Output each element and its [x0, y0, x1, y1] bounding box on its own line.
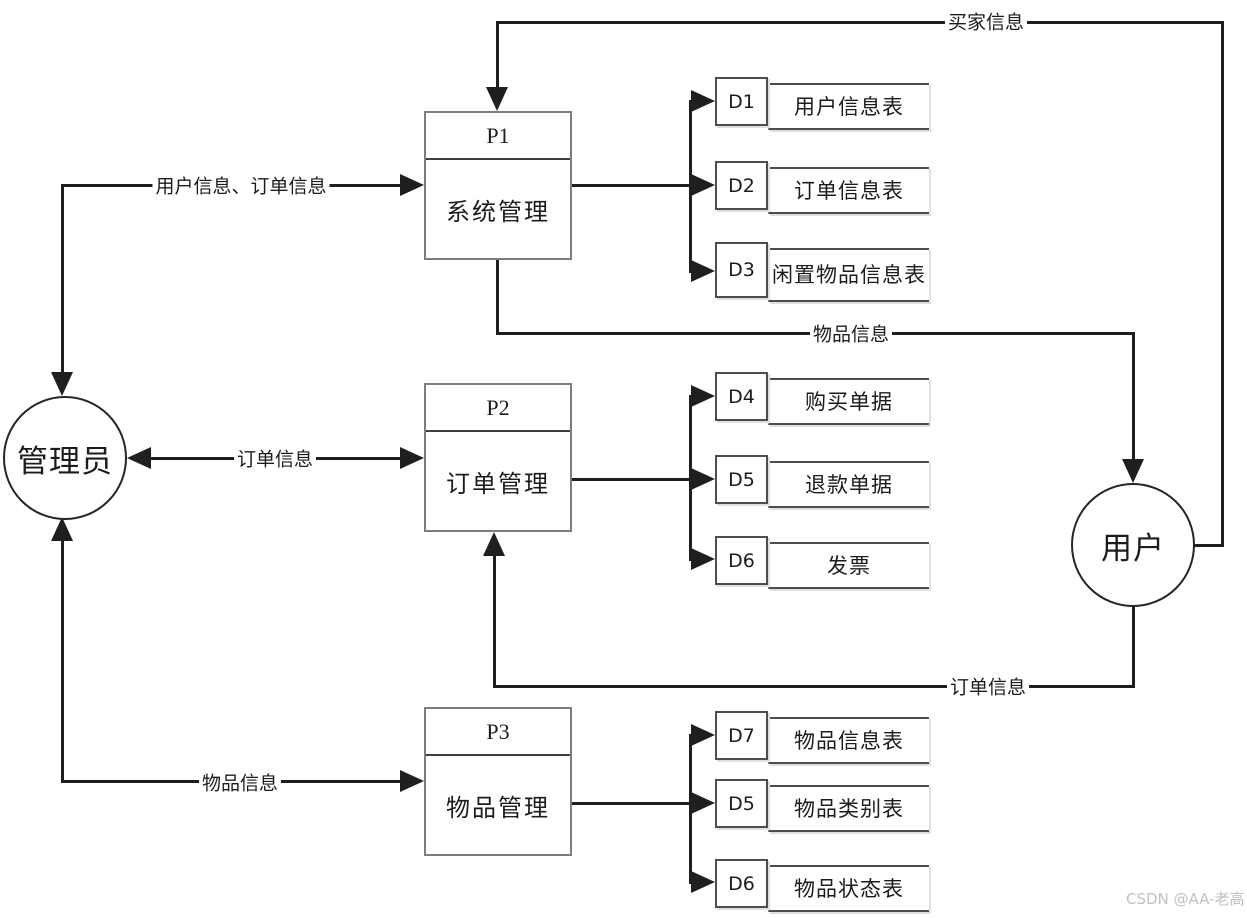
- entity-user-label: 用户: [1101, 530, 1165, 566]
- arrowhead-into-p2-left-icon: [400, 447, 424, 469]
- store-d4: 购买单据 D4: [715, 372, 929, 427]
- store-d7-code: D7: [715, 711, 768, 760]
- store-d5b-name: 物品类别表: [768, 785, 929, 832]
- process-p3-code: P3: [426, 709, 570, 756]
- store-d5-name: 退款单据: [768, 461, 929, 508]
- flow-label-order-info-left: 订单信息: [233, 444, 317, 472]
- store-d2-code: D2: [715, 161, 768, 210]
- flow-user-p1-seg-v2: [496, 21, 499, 89]
- store-d6b: 物品状态表 D6: [715, 859, 929, 914]
- flow-user-p1-seg-v1: [1221, 21, 1224, 546]
- process-p2-code: P2: [426, 385, 570, 432]
- entity-user: 用户: [1071, 483, 1195, 607]
- store-d3: 闲置物品信息表 D3: [715, 242, 929, 304]
- flow-admin-p1-seg-v: [61, 185, 64, 374]
- flow-p1-user-seg-v1: [496, 260, 499, 335]
- arrowhead-into-admin-top-icon: [51, 372, 73, 396]
- csdn-watermark: CSDN @AA-老高: [1126, 890, 1245, 908]
- store-d7-name: 物品信息表: [768, 717, 929, 764]
- flow-p1-stores-branch: [689, 100, 692, 273]
- process-p1: P1 系统管理: [424, 111, 572, 260]
- flow-label-buyer-info: 买家信息: [944, 7, 1028, 35]
- flow-p1-stores-feed: [572, 184, 700, 187]
- arrowhead-into-d2-icon: [691, 174, 715, 196]
- process-p2-name: 订单管理: [446, 471, 550, 498]
- flow-user-p2-seg-v2: [493, 554, 496, 688]
- arrowhead-into-d1-icon: [691, 90, 715, 112]
- arrowhead-into-d7-icon: [691, 724, 715, 746]
- arrowhead-into-d5b-icon: [691, 792, 715, 814]
- flow-user-p1-seg-h1: [1193, 544, 1224, 547]
- arrowhead-into-d4-icon: [691, 385, 715, 407]
- entity-admin: 管理员: [3, 396, 127, 520]
- flow-p1-user-seg-v2: [1132, 332, 1135, 461]
- process-p3: P3 物品管理: [424, 707, 572, 856]
- arrowhead-into-p3-left-icon: [400, 770, 424, 792]
- arrowhead-into-d3-icon: [691, 260, 715, 282]
- flow-user-p2-seg-v1: [1132, 605, 1135, 688]
- store-d6-name: 发票: [768, 542, 929, 589]
- flow-label-user-order-info: 用户信息、订单信息: [152, 171, 330, 199]
- store-d4-code: D4: [715, 372, 768, 421]
- arrowhead-into-admin-right-icon: [127, 447, 151, 469]
- flow-label-order-info-right: 订单信息: [946, 672, 1030, 700]
- store-d1: 用户信息表 D1: [715, 77, 929, 132]
- flow-user-p1-seg-h2: [496, 21, 1224, 24]
- store-d2: 订单信息表 D2: [715, 161, 929, 216]
- entity-admin-label: 管理员: [17, 443, 113, 479]
- arrowhead-into-user-top-icon: [1122, 459, 1144, 483]
- process-p1-code: P1: [426, 113, 570, 160]
- arrowhead-into-admin-bottom-icon: [51, 517, 73, 541]
- flow-p2-stores-feed: [572, 478, 700, 481]
- store-d1-code: D1: [715, 77, 768, 126]
- flow-admin-p3-seg-v: [61, 541, 64, 783]
- store-d5b-code: D5: [715, 779, 768, 828]
- process-p1-name: 系统管理: [446, 199, 550, 226]
- store-d3-code: D3: [715, 242, 768, 298]
- store-d5-code: D5: [715, 455, 768, 504]
- store-d5b: 物品类别表 D5: [715, 779, 929, 834]
- store-d4-name: 购买单据: [768, 378, 929, 425]
- arrowhead-into-p1-top-icon: [486, 87, 508, 111]
- store-d6-code: D6: [715, 536, 768, 585]
- flow-p3-stores-feed: [572, 802, 700, 805]
- arrowhead-into-d6b-icon: [691, 871, 715, 893]
- arrowhead-into-p2-bottom-icon: [483, 532, 505, 556]
- store-d7: 物品信息表 D7: [715, 711, 929, 766]
- arrowhead-into-d6-icon: [691, 548, 715, 570]
- process-p2: P2 订单管理: [424, 383, 572, 532]
- arrowhead-into-p1-left-icon: [400, 174, 424, 196]
- flow-label-item-info-top: 物品信息: [809, 319, 893, 347]
- store-d6b-name: 物品状态表: [768, 865, 929, 912]
- flow-p2-stores-branch: [689, 395, 692, 561]
- store-d2-name: 订单信息表: [768, 167, 929, 214]
- store-d1-name: 用户信息表: [768, 83, 929, 130]
- store-d5: 退款单据 D5: [715, 455, 929, 510]
- flow-user-p2-seg-h: [493, 685, 1135, 688]
- flow-label-item-info-bottom: 物品信息: [198, 768, 282, 796]
- flow-p3-stores-branch: [689, 734, 692, 884]
- store-d6: 发票 D6: [715, 536, 929, 591]
- store-d6b-code: D6: [715, 859, 768, 908]
- store-d3-name: 闲置物品信息表: [768, 248, 929, 302]
- process-p3-name: 物品管理: [446, 795, 550, 822]
- arrowhead-into-d5-icon: [691, 468, 715, 490]
